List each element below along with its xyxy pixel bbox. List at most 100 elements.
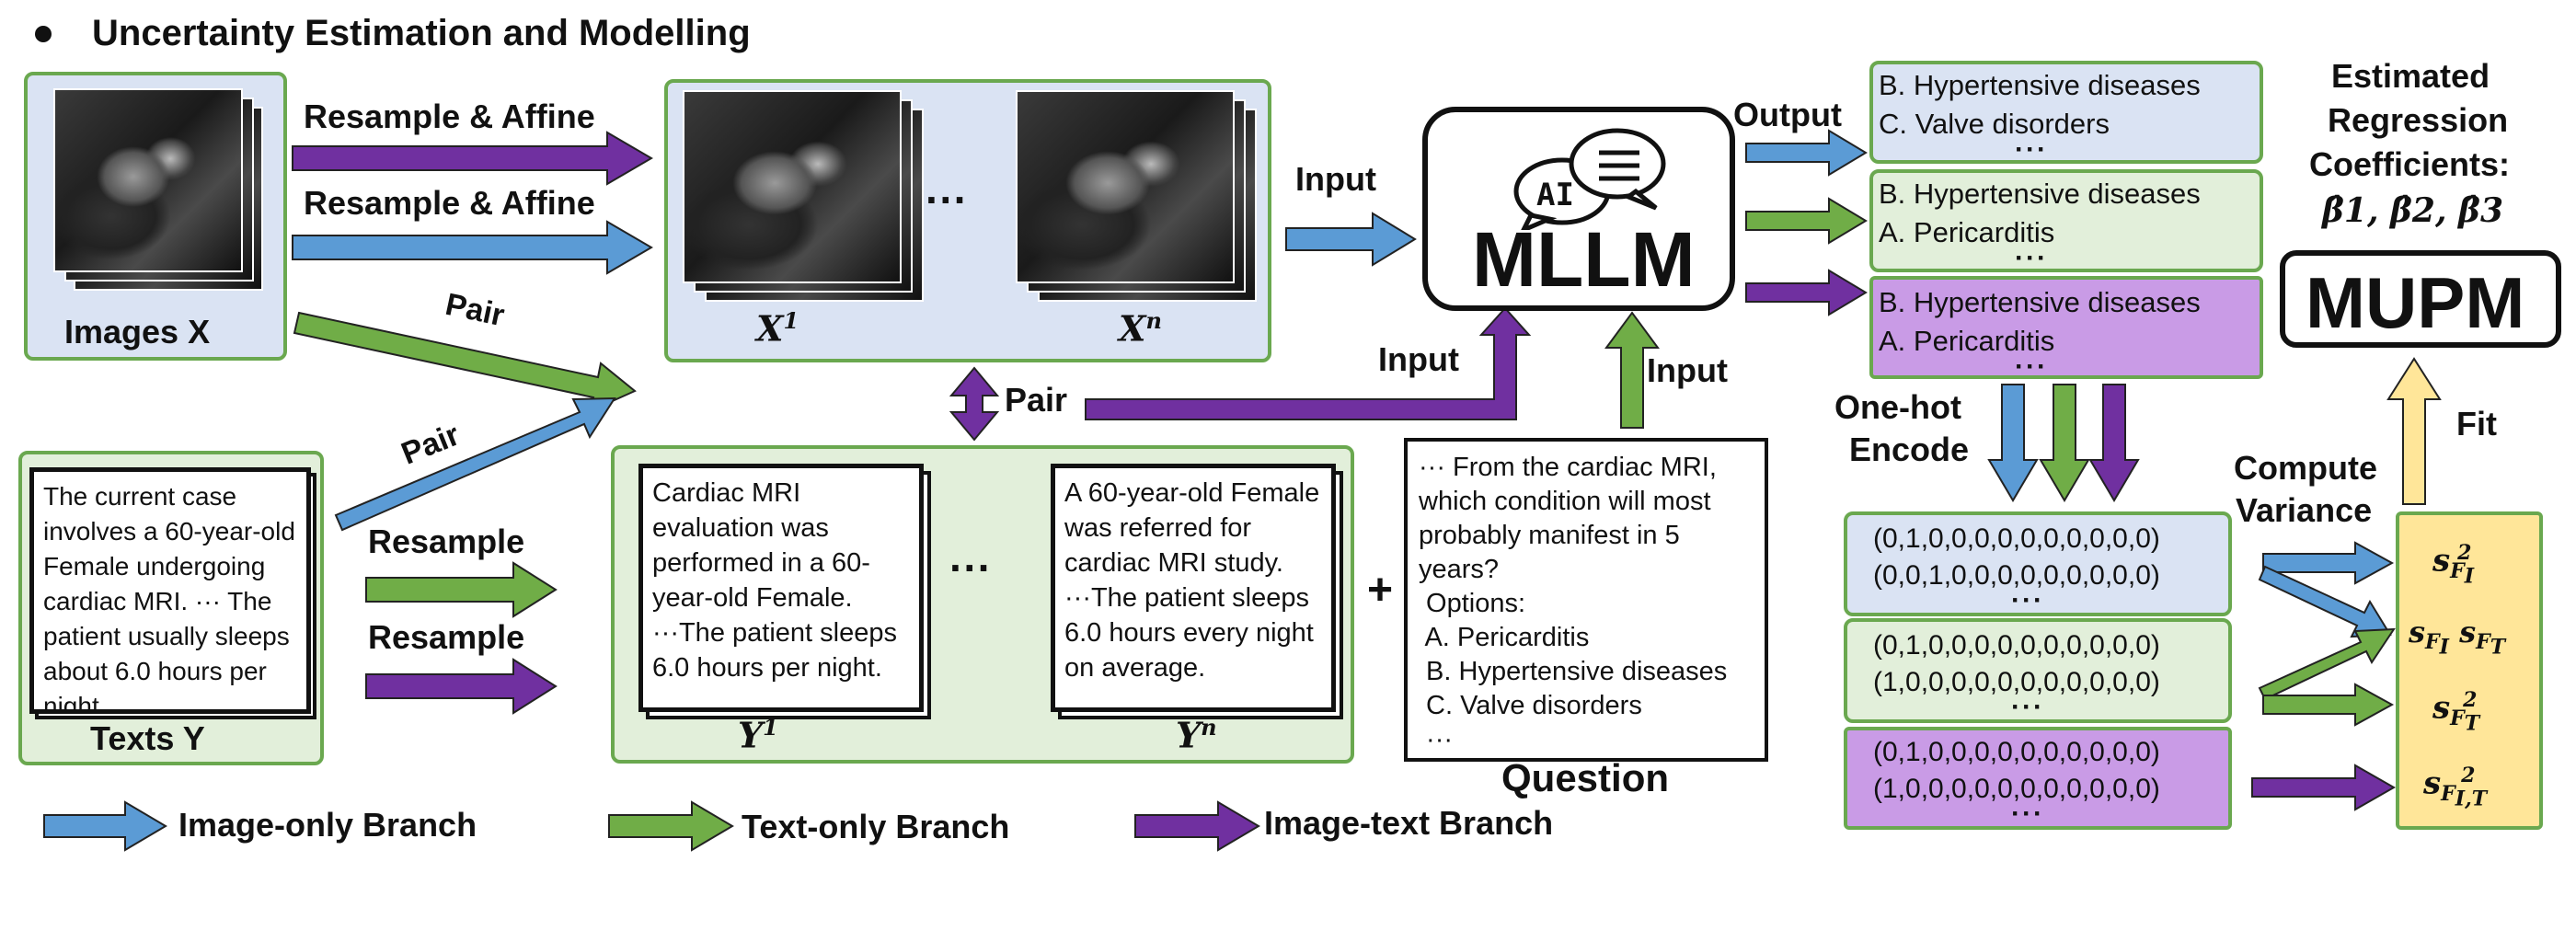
encoding-ellipsis: ··· <box>2011 692 2044 722</box>
compute-variance-line-1: Compute <box>2234 449 2377 487</box>
resample-affine-label-1: Resample & Affine <box>304 98 595 135</box>
x1-label: X1 <box>756 307 799 350</box>
image-text-branch-resample-arrow <box>365 658 558 715</box>
encode-arrow-blue <box>1987 384 2039 502</box>
ai-icon-text: AI <box>1536 177 1574 213</box>
variance-image-symbol: sFI2 <box>2432 541 2475 589</box>
encoding-box-text: (0,1,0,0,0,0,0,0,0,0,0,0) (1,0,0,0,0,0,0… <box>1844 618 2232 723</box>
question-input-arrow <box>1604 311 1660 429</box>
variance-arrow-green-2 <box>2262 683 2395 727</box>
chat-bubbles-icon <box>1513 128 1666 230</box>
encoding-box-image-text: (0,1,0,0,0,0,0,0,0,0,0,0) (1,0,0,0,0,0,0… <box>1844 727 2232 830</box>
question-line: A. Pericarditis <box>1419 623 1590 652</box>
question-line: Options: <box>1419 589 1526 618</box>
output-box-image: B. Hypertensive diseases C. Valve disord… <box>1869 61 2263 165</box>
compute-variance-line-2: Variance <box>2236 491 2373 529</box>
variance-arrow-blue-2 <box>2258 565 2392 638</box>
variance-arrow-green-1 <box>2258 627 2396 701</box>
y-samples-panel: Cardiac MRI evaluation was performed in … <box>611 445 1354 764</box>
texts-panel: The current case involves a 60-year-old … <box>18 451 324 765</box>
variance-image-text-symbol: sFI,T2 <box>2423 764 2488 811</box>
resample-label-1: Resample <box>368 523 525 560</box>
legend-text-only: Text-only Branch <box>742 808 1010 845</box>
question-line: B. Hypertensive diseases <box>1419 657 1728 686</box>
output-line: A. Pericarditis <box>1879 216 2055 248</box>
mllm-label: MLLM <box>1472 216 1696 303</box>
text-branch-pair-arrow <box>293 311 637 413</box>
y-ellipsis: ··· <box>949 544 992 592</box>
x1-image <box>683 90 902 283</box>
output-line: C. Valve disorders <box>1879 108 2110 140</box>
fit-arrow <box>2386 357 2442 505</box>
onehot-label-line-2: Encode <box>1849 431 1970 468</box>
legend-image-text: Image-text Branch <box>1264 804 1554 842</box>
y1-card: Cardiac MRI evaluation was performed in … <box>638 464 924 712</box>
encoding-line: (1,0,0,0,0,0,0,0,0,0,0,0) <box>1873 667 2160 697</box>
output-line: B. Hypertensive diseases <box>1879 69 2201 101</box>
yn-card: A 60-year-old Female was referred for ca… <box>1051 464 1336 712</box>
resample-affine-label-2: Resample & Affine <box>304 184 595 222</box>
legend-arrow-image-text <box>1134 800 1260 852</box>
image-branch-pair-arrow <box>334 396 616 532</box>
variance-panel: sFI2 sFI sFT sFT2 sFI,T2 <box>2396 511 2543 830</box>
x-samples-panel <box>664 79 1271 362</box>
xn-image <box>1016 90 1235 283</box>
coefficients-line-1: Estimated <box>2331 57 2490 95</box>
encoding-line: (0,1,0,0,0,0,0,0,0,0,0,0) <box>1873 630 2160 661</box>
text-branch-resample-arrow <box>365 561 558 618</box>
question-input-label: Input <box>1647 351 1728 389</box>
encoding-line: (0,1,0,0,0,0,0,0,0,0,0,0) <box>1873 523 2160 554</box>
x-input-label: Input <box>1295 160 1376 198</box>
fit-label: Fit <box>2456 405 2497 442</box>
legend-image-only: Image-only Branch <box>178 806 477 844</box>
pair-to-mllm-arrow <box>1085 306 1532 420</box>
text-card: The current case involves a 60-year-old … <box>29 467 311 714</box>
question-caption: Question <box>1501 756 1670 799</box>
legend-arrow-image <box>43 800 167 852</box>
plus-sign: + <box>1367 566 1394 615</box>
output-box-text: B. Hypertensive diseases A. Pericarditis… <box>1869 169 2263 273</box>
question-line: ··· From the cardiac MRI, <box>1419 453 1717 482</box>
output-box-image-text: B. Hypertensive diseases A. Pericarditis… <box>1869 276 2263 382</box>
mupm-label: MUPM <box>2306 262 2525 343</box>
legend-arrow-text <box>608 800 734 852</box>
image-branch-arrow <box>292 220 653 275</box>
output-line: B. Hypertensive diseases <box>1879 286 2201 318</box>
output-label: Output <box>1733 96 1842 133</box>
output-ellipsis: ··· <box>2015 243 2048 273</box>
xn-label: Xn <box>1119 307 1162 350</box>
output-arrow-purple <box>1745 269 1868 316</box>
encode-arrow-green <box>2039 384 2090 502</box>
onehot-label-line-1: One-hot <box>1834 388 1961 426</box>
section-bullet <box>35 26 52 42</box>
x-input-arrow <box>1285 212 1417 267</box>
images-label: Images X <box>64 313 211 350</box>
resample-label-2: Resample <box>368 618 525 656</box>
pair-label-xy: Pair <box>1005 381 1068 419</box>
texts-label: Texts Y <box>90 719 205 757</box>
output-ellipsis: ··· <box>2015 351 2048 382</box>
question-line: ··· <box>1419 725 1454 754</box>
image-text-branch-arrow <box>292 131 653 186</box>
mupm-box: MUPM <box>2280 250 2561 348</box>
encoding-box-image: (0,1,0,0,0,0,0,0,0,0,0,0) (0,0,1,0,0,0,0… <box>1844 511 2232 616</box>
yn-label: Yn <box>1176 714 1217 756</box>
variance-text-symbol: sFT2 <box>2432 688 2480 736</box>
output-arrow-blue <box>1745 129 1868 177</box>
question-line: C. Valve disorders <box>1419 691 1642 720</box>
question-line: years? <box>1419 555 1500 584</box>
output-arrow-green <box>1745 197 1868 245</box>
coefficients-line-3: Coefficients: <box>2309 145 2511 183</box>
encoding-line: (0,0,1,0,0,0,0,0,0,0,0,0) <box>1873 560 2160 591</box>
covariance-symbol: sFI sFT <box>2409 615 2506 660</box>
section-title: Uncertainty Estimation and Modelling <box>92 13 751 53</box>
y1-label: Y1 <box>738 714 778 756</box>
encoding-ellipsis: ··· <box>2011 585 2044 615</box>
output-ellipsis: ··· <box>2015 134 2048 165</box>
x-ellipsis: ··· <box>926 176 968 224</box>
mri-image <box>53 88 243 272</box>
encoding-line: (0,1,0,0,0,0,0,0,0,0,0,0) <box>1873 737 2160 767</box>
coefficients-line-2: Regression <box>2328 101 2509 139</box>
question-line: probably manifest in 5 <box>1419 521 1680 550</box>
